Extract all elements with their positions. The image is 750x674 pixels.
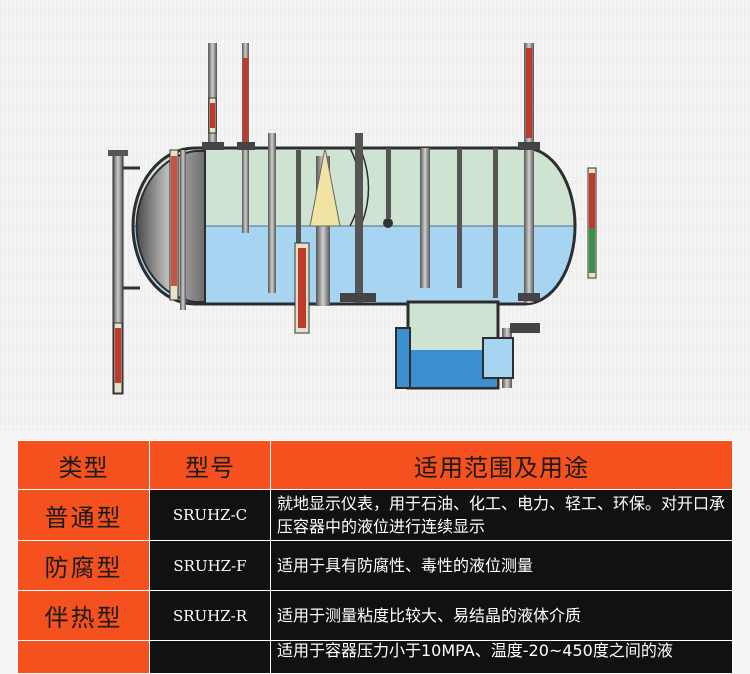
cell-type: 伴热型 [17,590,150,641]
header-scope: 适用范围及用途 [270,440,733,490]
table-row: 伴热型 SRUHZ-R 适用于测量粘度比较大、易结晶的液体介质 [17,590,733,641]
cell-type [17,640,150,674]
header-type: 类型 [17,440,150,490]
cell-desc: 适用于测量粘度比较大、易结晶的液体介质 [270,590,733,641]
left-side-level-gauge [108,150,140,395]
right-side-level-gauge [482,167,597,388]
table-header-row: 类型 型号 适用范围及用途 [17,440,733,490]
header-model: 型号 [149,440,271,490]
pressure-vessel-level-gauge-diagram [108,43,597,395]
cell-model: SRUHZ-C [149,489,271,541]
cell-model [149,640,271,674]
table-row: 普通型 SRUHZ-C 就地显示仪表，用于石油、化工、电力、轻工、环保。对开口承… [17,489,733,541]
cell-type: 防腐型 [17,540,150,591]
magnetic-scale-column [169,149,186,310]
cell-desc: 适用于具有防腐性、毒性的液位测量 [270,540,733,591]
cell-desc: 适用于容器压力小于10MPA、温度-20~450度之间的液 [270,640,733,674]
cell-desc: 就地显示仪表，用于石油、化工、电力、轻工、环保。对开口承压容器中的液位进行连续显… [270,489,733,541]
cell-type: 普通型 [17,489,150,541]
cell-model: SRUHZ-F [149,540,271,591]
product-spec-table: 类型 型号 适用范围及用途 普通型 SRUHZ-C 就地显示仪表，用于石油、化工… [17,440,733,674]
top-mounted-gauges [202,43,540,334]
cell-model: SRUHZ-R [149,590,271,641]
table-row: 防腐型 SRUHZ-F 适用于具有防腐性、毒性的液位测量 [17,540,733,591]
table-row: 适用于容器压力小于10MPA、温度-20~450度之间的液 [17,640,733,674]
